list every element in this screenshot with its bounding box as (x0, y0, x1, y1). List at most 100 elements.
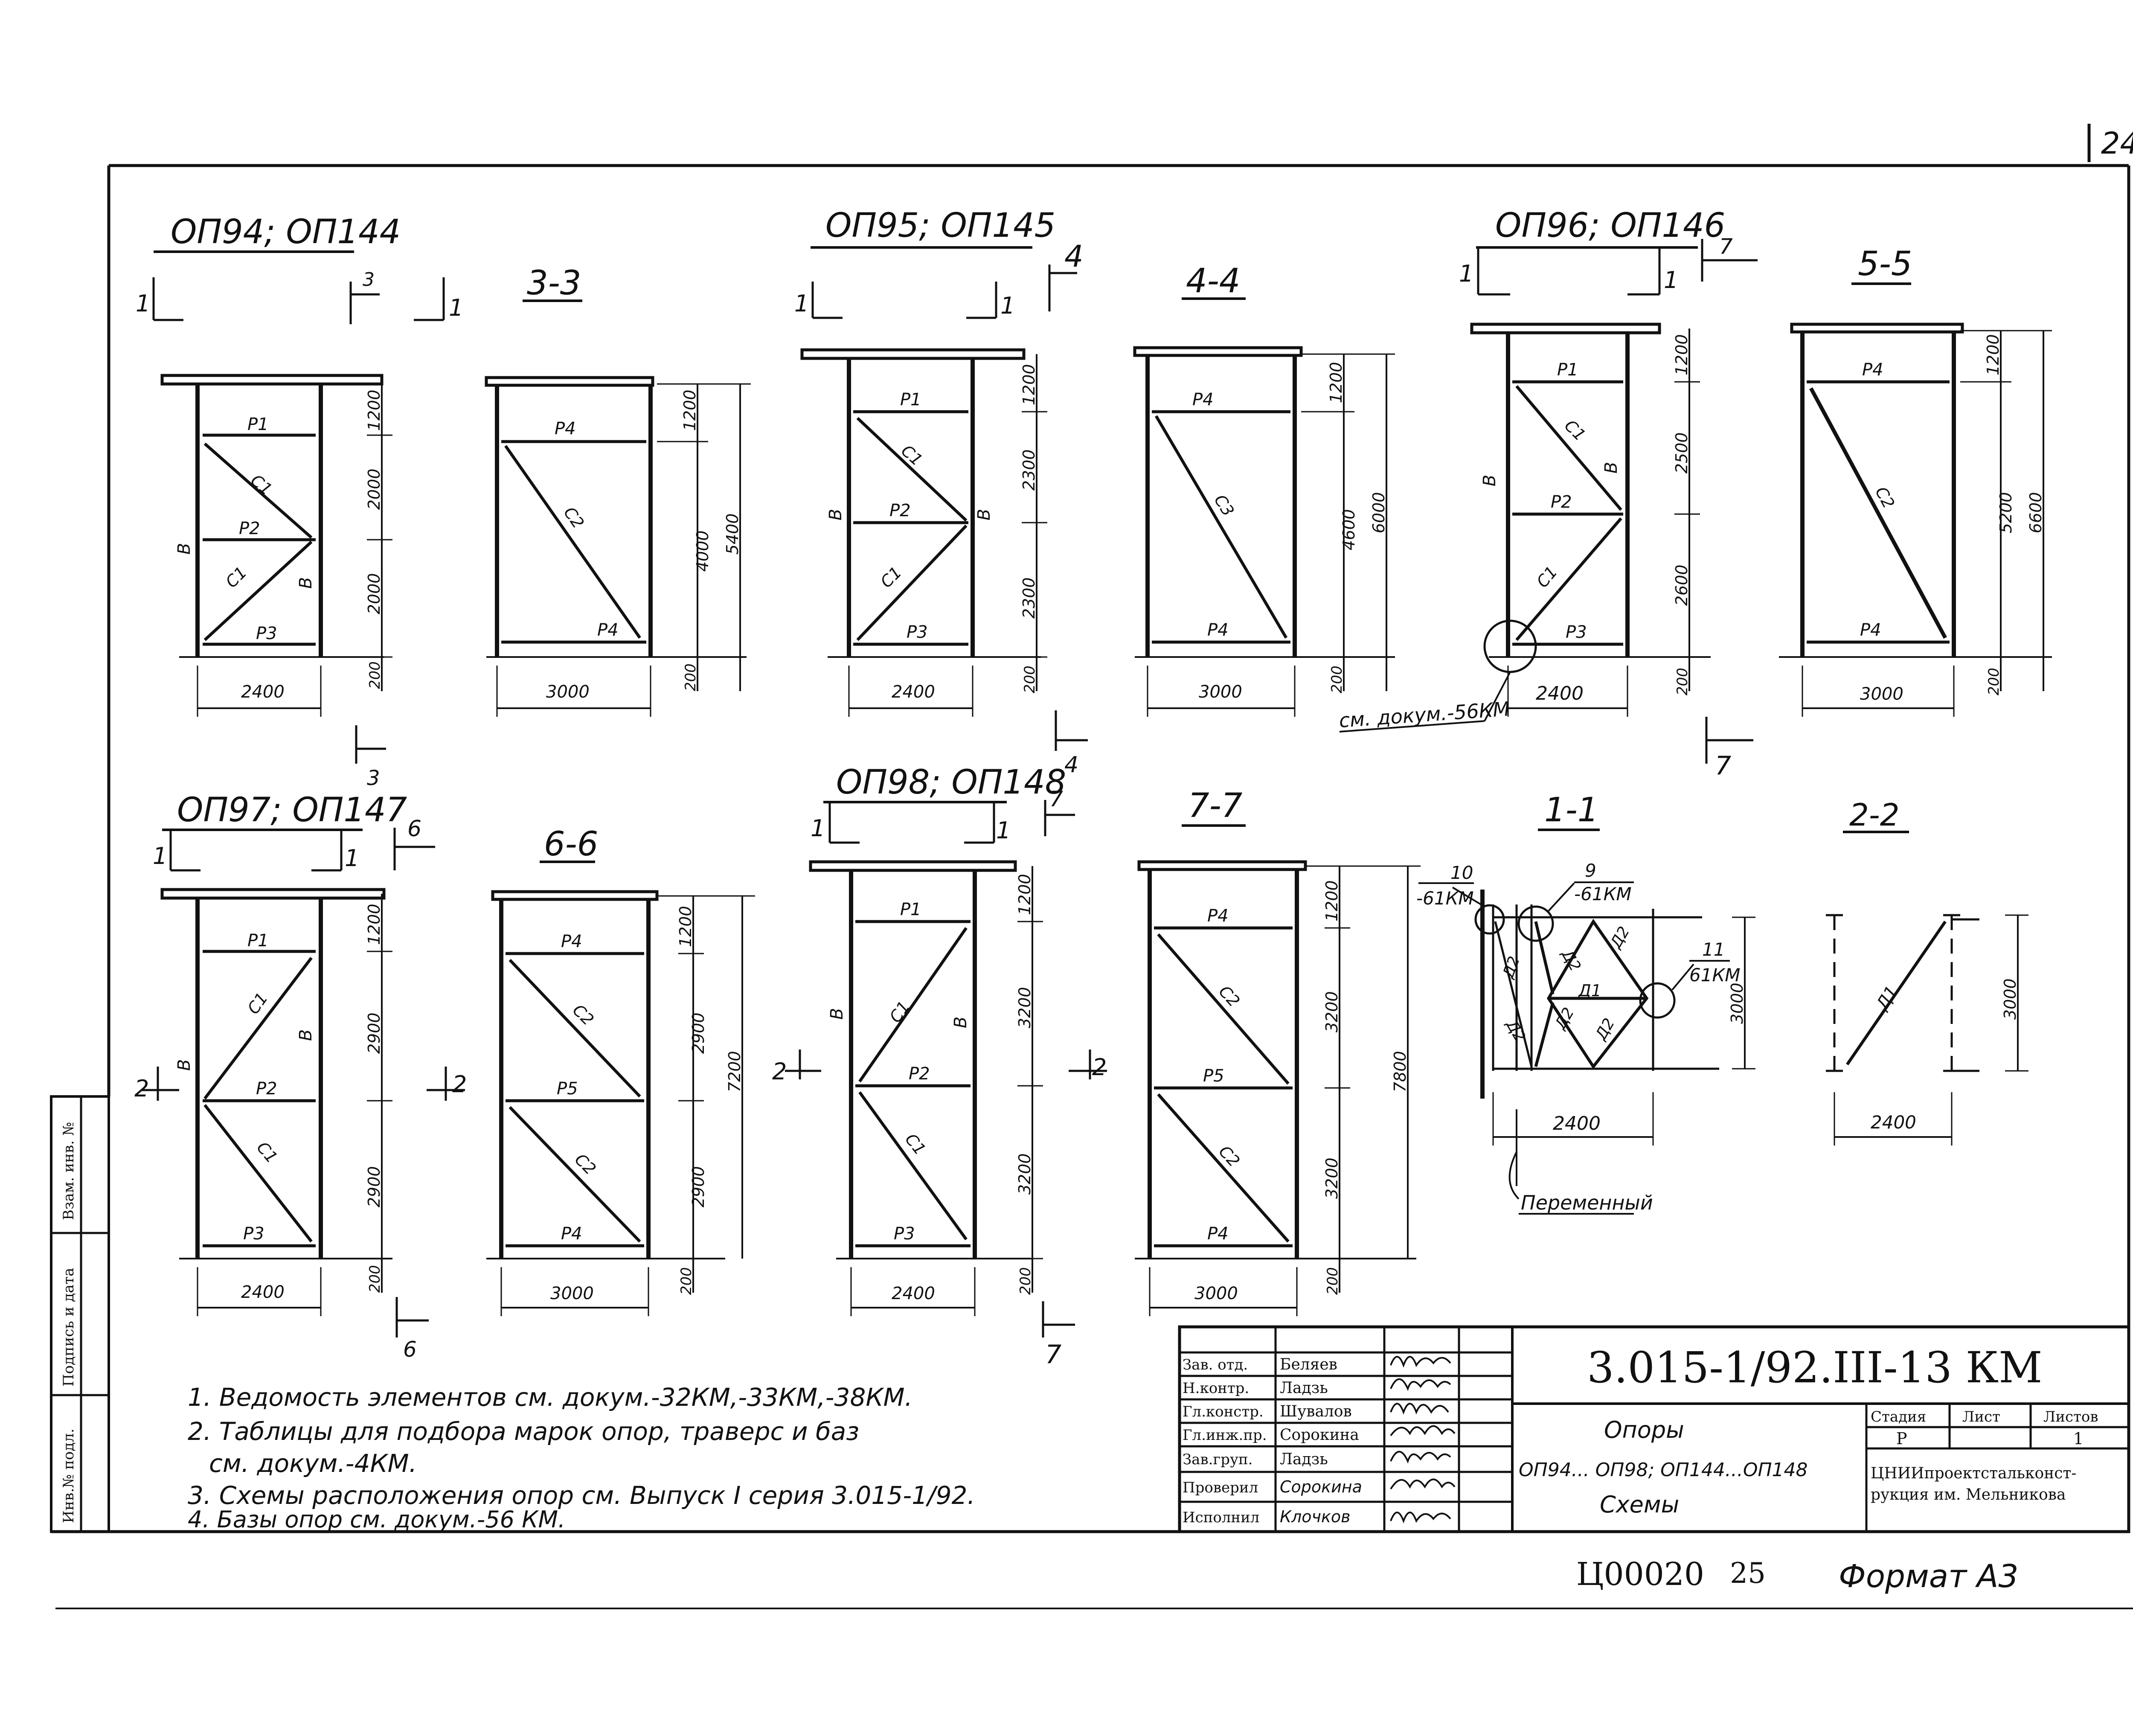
member-label: Р4 (561, 1224, 582, 1244)
view-title: 6-6 (544, 825, 598, 864)
column-label: В (296, 1029, 316, 1041)
member-label: С1 (1561, 416, 1590, 445)
dim-width: 3000 (1199, 682, 1242, 702)
view-title: 2-2 (1849, 797, 1900, 833)
member-label: Р1 (900, 390, 921, 410)
dim-label: 3200 (1322, 1157, 1341, 1199)
stage-label: Стадия (1871, 1408, 1926, 1425)
ref-num: 11 (1702, 939, 1725, 960)
sec-mark: 1 (1664, 267, 1678, 294)
subject: Опоры (1604, 1416, 1684, 1443)
view-title: 5-5 (1858, 245, 1912, 283)
dim-label: 2000 (365, 468, 384, 510)
dim-label: 2300 (1020, 449, 1038, 491)
footer-page: 25 (1730, 1557, 1766, 1590)
view-section-2-2: 2-2 Д1 3000 2400 (1826, 797, 2028, 1146)
sec-mark: 1 (1000, 292, 1015, 319)
view-section-3-3: 3-3 Р4 Р4 С2 1200 4000 5400 200 3000 (485, 264, 751, 717)
note-line: 4. Базы опор см. докум.-56 КМ. (188, 1506, 565, 1533)
signer: Ладзь (1280, 1379, 1328, 1397)
dim-label: 4000 (693, 530, 712, 572)
footer-code: Ц00020 (1576, 1556, 1704, 1593)
member-label: Р4 (1207, 620, 1229, 640)
view-section-7-7: 7-7 Р4 Р5 Р4 С2 С2 1200 3200 3200 7800 2… (1135, 787, 1421, 1316)
sec-mark: 1 (996, 817, 1011, 844)
sec-mark: 1 (345, 845, 359, 872)
footer-format: Формат А3 (1839, 1558, 2018, 1595)
dim-width: 2400 (1553, 1113, 1601, 1134)
role: Зав.груп. (1183, 1451, 1252, 1468)
sec-mark: 2 (772, 1058, 787, 1085)
dim-label: 1200 (1015, 874, 1034, 915)
dim-label: 1200 (680, 390, 699, 431)
view-title: 4-4 (1186, 262, 1240, 300)
dim-label: 5200 (1996, 492, 2015, 533)
cut-mark: 3 (367, 766, 380, 790)
dim-label: 200 (682, 663, 699, 691)
signer: Ладзь (1280, 1451, 1328, 1468)
dim-label: 2300 (1020, 577, 1038, 619)
dim-width: 2400 (241, 682, 285, 702)
dim-label: 2500 (1672, 432, 1691, 474)
column-label: В (951, 1017, 971, 1028)
signer: Беляев (1280, 1356, 1337, 1373)
dim-label: 4600 (1340, 509, 1358, 550)
dim-label: 200 (366, 1265, 384, 1293)
strip-inv-dup: Взам. инв. № (60, 1122, 77, 1220)
member-label: Р1 (247, 415, 269, 434)
dim-label: 3200 (1015, 987, 1034, 1028)
dim-label: 6000 (1369, 492, 1388, 533)
member-label: Р3 (1566, 622, 1587, 642)
member-label: Р2 (1551, 492, 1572, 512)
signer: Сорокина (1280, 1477, 1362, 1496)
note-line: см. докум.-4КМ. (209, 1449, 417, 1478)
signatures (1390, 1356, 1456, 1524)
sec-mark: 2 (452, 1071, 467, 1098)
member-label: Р4 (597, 620, 619, 640)
member-label: Р4 (555, 419, 576, 439)
left-strip: Взам. инв. № Подпись и дата Инв.№ подл. (50, 1095, 110, 1533)
view-section-6-6: 6-6 Р4 Р5 Р4 С2 С2 1200 2900 2900 7200 2… (486, 825, 755, 1316)
sheets-total: 1 (2073, 1429, 2084, 1448)
role: Гл.констр. (1183, 1403, 1264, 1420)
dim-label: 200 (1674, 668, 1691, 695)
column-label: В (826, 509, 846, 521)
cut-mark: 7 (1049, 787, 1063, 811)
view-title: ОП96; ОП146 (1495, 206, 1725, 245)
column-label: В (296, 577, 316, 589)
member-label: С1 (247, 471, 276, 499)
member-label: С1 (1533, 563, 1561, 591)
general-notes: 1. Ведомость элементов см. докум.-32КМ,-… (188, 1383, 975, 1533)
member-label: Д2 (1499, 954, 1523, 981)
member-label: Р1 (247, 931, 269, 951)
view-title: ОП95; ОП145 (825, 206, 1055, 245)
view-title: ОП98; ОП148 (836, 763, 1066, 802)
signer: Шувалов (1280, 1403, 1352, 1420)
sec-mark: 1 (136, 290, 150, 317)
dim-label: 7200 (725, 1051, 744, 1092)
cut-mark: 7 (1719, 234, 1733, 259)
doc-code: 3.015-1/92.III-13 КМ (1587, 1343, 2043, 1393)
member-label: Р4 (1192, 390, 1214, 410)
note-line: 1. Ведомость элементов см. докум.-32КМ,-… (188, 1383, 912, 1412)
cut-mark: 6 (403, 1337, 417, 1362)
member-label: Р2 (256, 1079, 277, 1099)
range: ОП94... ОП98; ОП144...ОП148 (1519, 1459, 1808, 1481)
sec-mark: 2 (1092, 1054, 1107, 1081)
member-label: Р5 (557, 1079, 578, 1099)
dim-label: 200 (1985, 668, 2002, 695)
member-label: С2 (1215, 1142, 1244, 1171)
org-line: рукция им. Мельникова (1871, 1486, 2066, 1503)
dim-width: 3000 (1860, 684, 1903, 704)
cut-mark: 3 (363, 269, 375, 291)
column-label: В (974, 509, 994, 521)
member-label: С1 (253, 1138, 281, 1167)
cut-mark: 4 (1064, 239, 1084, 274)
member-label: Р4 (1207, 906, 1229, 926)
cut-mark: 4 (1064, 752, 1078, 778)
cut-mark: 7 (1045, 1340, 1061, 1370)
dim-label: 2900 (689, 1012, 708, 1054)
view-title: 3-3 (527, 264, 581, 302)
dim-width: 3000 (550, 1284, 594, 1303)
